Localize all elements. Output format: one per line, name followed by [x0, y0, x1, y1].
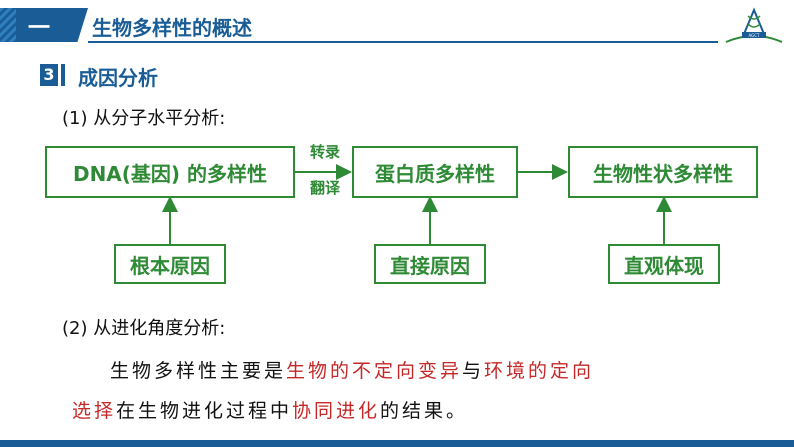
- transcription-label: 转录: [309, 143, 340, 161]
- bottom-bar: [0, 440, 794, 447]
- page-title: 生物多样性的概述: [92, 16, 252, 40]
- header: 一 生物多样性的概述 AGCT: [0, 0, 794, 56]
- text-segment: 的结果。: [380, 400, 469, 422]
- visible-manifestation-box: 直观体现: [608, 244, 720, 284]
- dna-diversity-box: DNA(基因) 的多样性: [45, 146, 295, 198]
- translation-label: 翻译: [309, 179, 340, 197]
- emphasis-segment: 协同进化: [292, 400, 381, 422]
- header-stripe-decoration: [0, 8, 16, 42]
- section-number: 3: [40, 64, 58, 86]
- molecular-heading: (1) 从分子水平分析:: [62, 108, 226, 129]
- emphasis-segment: 生物的不定向变异: [286, 360, 463, 382]
- logo-text: AGCT: [748, 33, 760, 38]
- protein-diversity-box: 蛋白质多样性: [352, 146, 518, 198]
- direct-cause-box: 直接原因: [374, 244, 486, 284]
- evolution-line-2: 选择在生物进化过程中协同进化的结果。: [72, 396, 468, 423]
- emphasis-segment: 环境的定向: [484, 360, 595, 382]
- trait-diversity-box: 生物性状多样性: [568, 146, 758, 198]
- header-number: 一: [28, 16, 55, 41]
- evolution-heading: (2) 从进化角度分析:: [62, 318, 226, 339]
- emphasis-segment: 选择: [72, 400, 117, 422]
- section-marker: [61, 64, 65, 86]
- text-segment: 在生物进化过程中: [116, 400, 293, 422]
- dna-book-logo-icon: AGCT: [725, 7, 783, 43]
- evolution-line-1: 生物多样性主要是生物的不定向变异与环境的定向: [110, 356, 594, 383]
- text-segment: 生物多样性主要是: [110, 360, 287, 382]
- header-divider: [88, 41, 718, 43]
- root-cause-box: 根本原因: [114, 244, 226, 284]
- section-title: 成因分析: [78, 66, 158, 90]
- text-segment: 与: [462, 360, 485, 382]
